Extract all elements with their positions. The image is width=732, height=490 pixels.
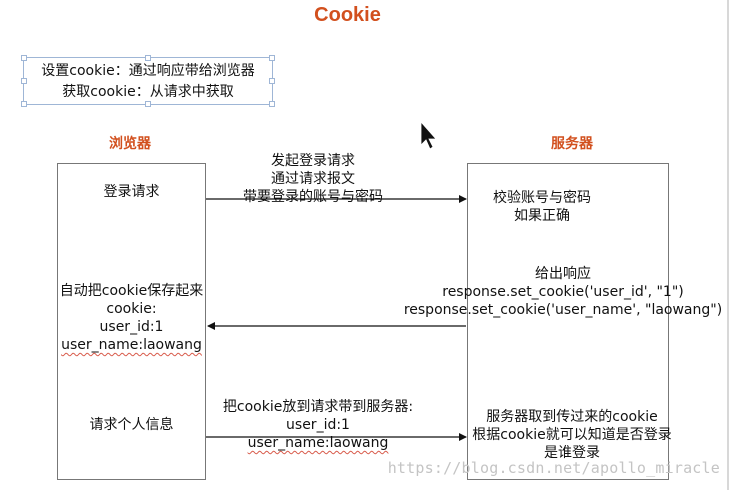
login-request-label: 登录请求 [103, 184, 160, 200]
resize-handle[interactable] [269, 55, 275, 61]
save-cookie-label: 自动把cookie保存起来 cookie: user_id:1 user_nam… [40, 282, 223, 354]
browser-lifeline [57, 163, 206, 480]
send-cookie-line: 把cookie放到请求带到服务器: [222, 399, 414, 415]
server-final-line: 是谁登录 [544, 445, 600, 461]
mouse-cursor-icon [420, 120, 437, 150]
login-arrow-line: 发起登录请求 [271, 153, 355, 169]
resize-handle[interactable] [21, 101, 27, 107]
save-cookie-line: user_name:laowang [61, 337, 202, 353]
server-final-line: 根据cookie就可以知道是否登录 [472, 427, 672, 443]
server-final-label: 服务器取到传过来的cookie 根据cookie就可以知道是否登录 是谁登录 [447, 408, 697, 462]
request-info-label: 请求个人信息 [89, 417, 174, 433]
note-line-get-cookie: 获取cookie：从请求中获取 [62, 84, 234, 100]
send-cookie-arrow-label: 把cookie放到请求带到服务器: user_id:1 user_name:la… [205, 398, 431, 452]
save-cookie-line: 自动把cookie保存起来 [59, 283, 204, 299]
save-cookie-line: user_id:1 [99, 319, 164, 335]
send-cookie-line: user_id:1 [286, 417, 350, 433]
server-final-line: 服务器取到传过来的cookie [486, 409, 658, 425]
server-lane-title: 服务器 [551, 136, 593, 152]
resize-handle[interactable] [269, 78, 275, 84]
respond-label: 给出响应 response.set_cookie('user_id', "1")… [398, 265, 728, 319]
verify-label: 校验账号与密码 如果正确 [467, 189, 617, 225]
watermark: https://blog.csdn.net/apollo_miracle [387, 459, 720, 477]
browser-lane-title: 浏览器 [109, 136, 151, 152]
resize-handle[interactable] [269, 101, 275, 107]
resize-handle[interactable] [21, 55, 27, 61]
respond-line: response.set_cookie('user_name', "laowan… [403, 302, 723, 318]
note-line-set-cookie: 设置cookie：通过响应带给浏览器 [41, 63, 255, 79]
server-lifeline [467, 163, 669, 480]
save-cookie-line: cookie: [106, 301, 157, 317]
resize-handle[interactable] [145, 55, 151, 61]
verify-line: 校验账号与密码 [493, 190, 591, 206]
diagram-title: Cookie [314, 4, 381, 26]
resize-handle[interactable] [21, 78, 27, 84]
window-edge [727, 0, 729, 490]
respond-line: response.set_cookie('user_id', "1") [442, 284, 684, 300]
login-arrow-label: 发起登录请求 通过请求报文 带要登录的账号与密码 [213, 152, 413, 206]
send-cookie-line: user_name:laowang [247, 435, 389, 451]
resize-handle[interactable] [145, 101, 151, 107]
login-arrow-line: 带要登录的账号与密码 [243, 189, 383, 205]
respond-line: 给出响应 [535, 266, 591, 282]
verify-line: 如果正确 [514, 208, 570, 224]
note-box: 设置cookie：通过响应带给浏览器 获取cookie：从请求中获取 [21, 55, 275, 107]
login-arrow-line: 通过请求报文 [271, 171, 355, 187]
